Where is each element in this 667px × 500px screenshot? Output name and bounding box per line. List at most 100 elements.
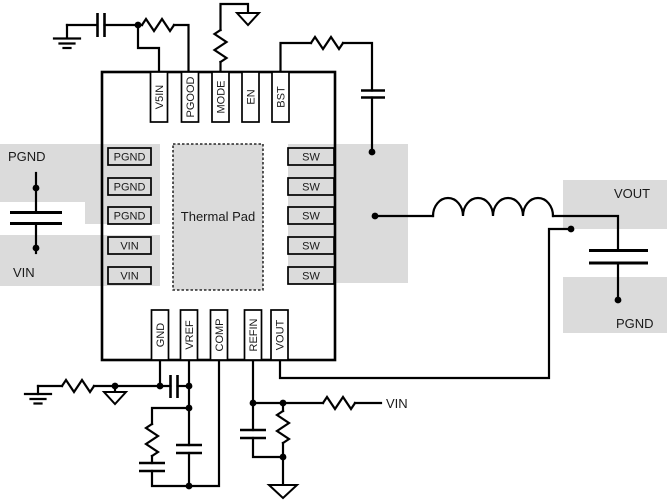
net-label-pgnd-right: PGND [616,316,654,331]
net-label-vin-sense: VIN [386,396,408,411]
resistor-comp-branch [144,422,160,458]
pin-label-vref: VREF [184,320,196,350]
pin-label-comp: COMP [214,319,226,352]
pin-vout [270,309,289,361]
wire-branch-to-res5 [150,406,191,426]
wire-cap7-bottom [251,436,285,459]
pin-label-pgnd-2: PGND [114,182,146,194]
pin-label-bst: BST [276,86,288,108]
plane-vout [563,180,667,229]
inductor [431,196,555,218]
pin-sw-1 [287,147,335,166]
capacitor-input [10,211,62,225]
resistors [60,17,357,458]
wire-bst-to-res3 [279,41,313,74]
wire-junction-to-v5in [136,23,161,74]
resistor-refin-vin [321,395,357,411]
junction-dot-vref-branch [185,404,193,412]
pin-pgood [180,71,200,123]
resistor-refin-lower [275,409,291,445]
pin-sw-3 [287,206,335,225]
resistor-mode [212,28,229,64]
junction-dot-v5in-node [134,21,142,29]
pin-vin-2 [107,266,152,285]
pin-label-mode: MODE [216,81,228,114]
junction-dot-comp-rail [185,482,193,490]
wire-res1-to-pgood [172,23,190,74]
resistor-gnd-rail [60,378,96,394]
capacitor-bst [361,89,385,99]
pin-vref [179,309,199,361]
pins-top: V5IN PGOOD MODE EN BST [149,71,290,123]
earth-ground-top-left [52,23,82,50]
capacitor-v5in-bypass [96,13,106,37]
wire-inductor-to-outcap [551,214,620,252]
net-label-pgnd-left: PGND [8,149,46,164]
net-labels: PGND VIN VOUT PGND VIN [8,149,654,411]
pin-label-vin-1: VIN [120,241,138,253]
net-label-vin-left: VIN [13,265,35,280]
pin-label-pgood: PGOOD [185,76,197,117]
pin-refin [243,309,263,361]
net-label-vout: VOUT [614,186,650,201]
pins-right: SW SW SW SW SW [287,147,335,285]
capacitor-comp-branch [139,461,165,473]
junction-dot-incap-top [32,184,40,192]
resistor-pgood-pullup [140,17,176,33]
capacitor-output [589,249,648,265]
pin-label-sw-1: SW [302,152,320,164]
pins-left: PGND PGND PGND VIN VIN [107,147,152,285]
pin-label-v5in: V5IN [154,85,166,110]
pin-label-refin: REFIN [248,318,260,351]
pin-pgnd-3 [107,206,152,225]
pin-en [241,71,260,123]
thermal-pad-label: Thermal Pad [181,209,255,224]
pin-gnd [150,309,170,361]
wire-cap6-to-rail [150,469,191,488]
pin-label-pgnd-3: PGND [114,211,146,223]
wire-res3-to-cap2 [341,41,374,92]
thermal-pad [172,143,264,291]
pins-bottom: GND VREF COMP REFIN VOUT [150,309,289,361]
arrow-ground-refin [266,484,300,500]
arrow-ground-gnd-rail [101,391,129,406]
resistor-bst [309,35,345,51]
junction-dot-refin-divider-top [279,399,287,407]
capacitor-refin [240,428,266,440]
earth-ground-bottom-left [23,392,53,405]
junction-dot-sw-node [371,212,379,220]
pin-label-sw-3: SW [302,211,320,223]
junction-dot-bstcap-sw [368,148,376,156]
pin-sw-4 [287,236,335,255]
pin-label-sw-5: SW [302,271,320,283]
junction-dot-incap-bottom [32,244,40,252]
capacitor-gnd-vref [169,375,179,398]
junction-dot-vout-sense [567,225,575,233]
capacitors [10,13,648,473]
junction-dots [32,21,622,490]
wire-comp-down [187,358,221,488]
junction-dot-outcap-pgnd [614,296,622,304]
plane-pgnd-output [563,277,667,333]
pin-mode [211,71,230,123]
pin-label-sw-4: SW [302,241,320,253]
pin-sw-2 [287,177,335,196]
junction-dot-vref-upper [185,382,193,390]
pin-label-gnd: GND [155,323,167,348]
pin-label-vin-2: VIN [120,271,138,283]
ground-symbols [23,12,300,500]
pin-label-sw-2: SW [302,182,320,194]
pin-vin-1 [107,236,152,255]
junction-dot-gnd-pin [156,382,164,390]
wire-vout-feedback [278,227,573,380]
pin-label-vout: VOUT [275,319,287,350]
pin-label-pgnd-1: PGND [114,152,146,164]
pin-pgnd-1 [107,147,152,166]
pin-pgnd-2 [107,177,152,196]
capacitor-vref-mid [176,443,202,455]
pin-sw-5 [287,266,335,285]
pin-bst [271,71,290,123]
pin-comp [209,309,229,361]
